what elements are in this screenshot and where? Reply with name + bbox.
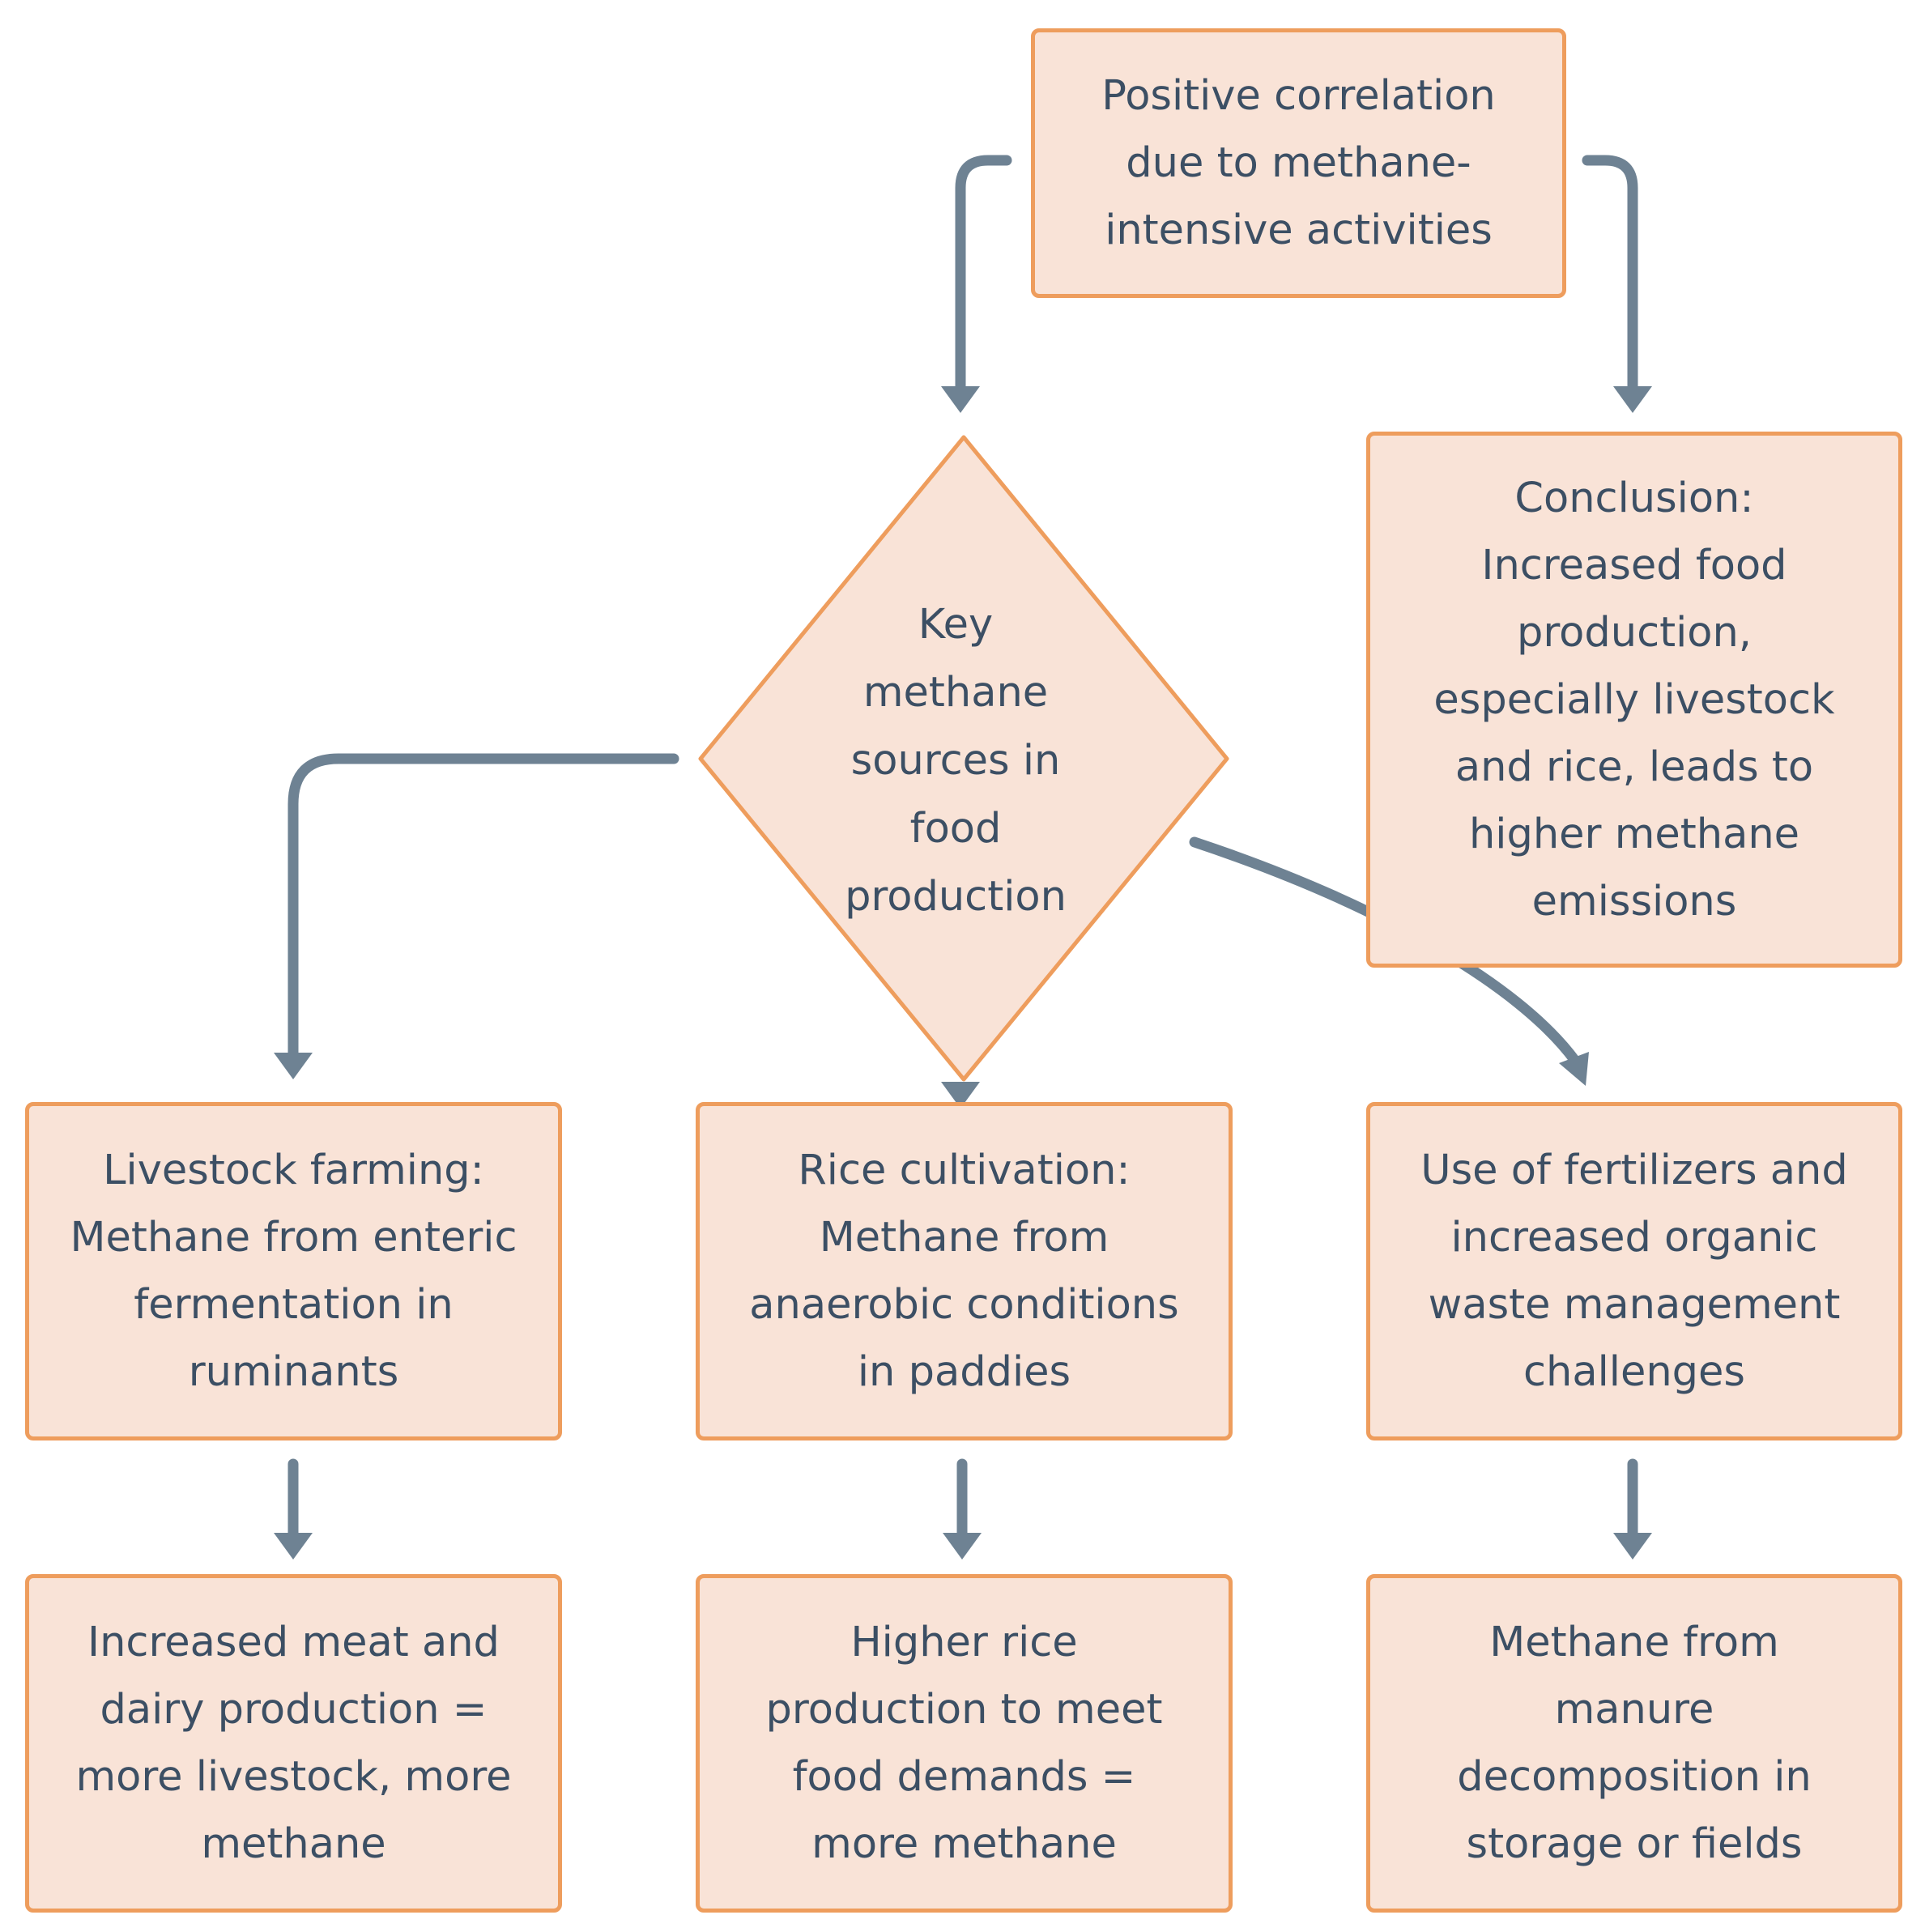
box-higher-rice-text: Higher rice production to meet food dema… [765,1619,1163,1868]
arrowhead-top-to-conclusion [1613,386,1652,413]
box-conclusion-text: Conclusion: Increased food production, e… [1433,474,1835,926]
box-meat-dairy: Increased meat and dairy production = mo… [25,1574,562,1913]
arrowhead-livestock-to-meat [274,1533,313,1560]
box-meat-dairy-text: Increased meat and dairy production = mo… [75,1619,512,1868]
arrowhead-top-to-decision [941,386,980,413]
arrow-top-to-decision [955,155,1012,393]
box-manure: Methane from manure decomposition in sto… [1366,1574,1902,1913]
box-livestock-farming: Livestock farming: Methane from enteric … [25,1102,562,1440]
arrow-decision-to-livestock [287,753,679,1058]
arrowhead-decision-to-livestock [274,1053,313,1079]
box-fertilizers: Use of fertilizers and increased organic… [1366,1102,1902,1440]
box-rice-cultivation: Rice cultivation: Methane from anaerobic… [696,1102,1233,1440]
decision-text: Key methane sources in food production [845,601,1067,921]
box-conclusion: Conclusion: Increased food production, e… [1366,432,1902,968]
box-rice-cultivation-text: Rice cultivation: Methane from anaerobic… [749,1147,1179,1396]
arrowhead-decision-to-rice [941,1082,980,1109]
arrowhead-rice-to-higher-rice [943,1533,982,1560]
arrow-top-to-conclusion [1582,155,1638,393]
arrowhead-fertilizers-to-manure [1613,1533,1652,1560]
box-higher-rice: Higher rice production to meet food dema… [696,1574,1233,1913]
box-positive-correlation: Positive correlation due to methane- int… [1031,28,1566,298]
box-manure-text: Methane from manure decomposition in sto… [1457,1619,1812,1868]
box-fertilizers-text: Use of fertilizers and increased organic… [1420,1147,1848,1396]
decision-label: Key methane sources in food production [745,567,1166,955]
box-positive-correlation-text: Positive correlation due to methane- int… [1101,72,1496,254]
box-livestock-farming-text: Livestock farming: Methane from enteric … [70,1147,517,1396]
arrowhead-decision-to-fertilizers [1559,1052,1589,1086]
decision-diamond [698,435,1229,1082]
